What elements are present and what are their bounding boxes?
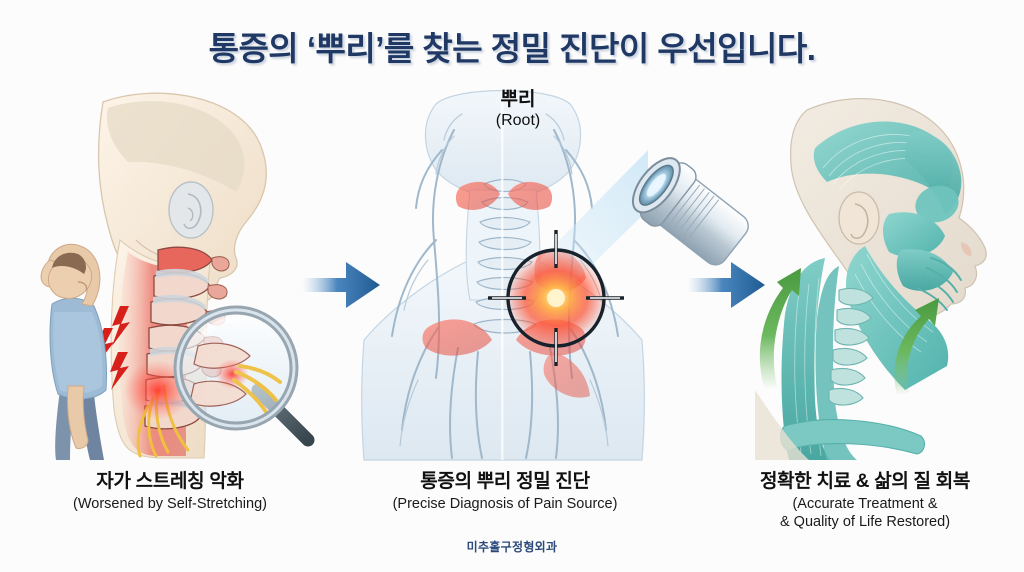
scanner-lens-icon <box>631 157 749 266</box>
ear <box>168 181 214 239</box>
caption-3-ko: 정확한 치료 & 삶의 질 회복 <box>759 471 971 492</box>
cervical-spine-healthy <box>828 287 874 406</box>
root-label: 뿌리 (Root) <box>448 89 588 131</box>
neck-muscles <box>781 246 949 460</box>
caption-2-en: (Precise Diagnosis of Pain Source) <box>392 496 618 512</box>
illustration-precise-diagnosis <box>361 89 648 461</box>
nerve-branches-fine <box>399 113 609 447</box>
flow-arrow-1 <box>302 256 380 314</box>
face-muscles <box>883 185 972 311</box>
curved-up-arrow-icon-2 <box>894 298 939 396</box>
panel-self-stretching <box>8 90 318 460</box>
root-label-en: (Root) <box>495 111 541 129</box>
pain-point-center <box>547 289 565 307</box>
magnifying-glass-icon <box>173 305 315 447</box>
caption-2-ko: 통증의 뿌리 정밀 진단 <box>420 471 590 492</box>
page-title: 통증의 ‘뿌리’를 찾는 정밀 진단이 우선입니다. <box>208 30 816 67</box>
curved-up-arrow-icon <box>759 268 801 390</box>
caption-recovery: 정확한 치료 & 삶의 질 회복 (Accurate Treatment & &… <box>715 466 1015 531</box>
shoulder-skin <box>755 390 809 460</box>
ear <box>838 191 880 245</box>
caption-self-stretching: 자가 스트레칭 악화 (Worsened by Self-Stretching) <box>20 466 320 514</box>
caption-1-en: (Worsened by Self-Stretching) <box>73 496 267 512</box>
crosshair-target-icon <box>488 230 624 366</box>
mirror-divider <box>501 90 504 460</box>
head-profile <box>97 92 267 304</box>
caption-3-en-line1: (Accurate Treatment & <box>792 496 938 512</box>
right-arrow-icon <box>302 262 380 308</box>
panel-precise-diagnosis <box>358 89 648 461</box>
root-label-ko: 뿌리 <box>500 89 536 110</box>
panel-recovery <box>755 90 1020 460</box>
flow-arrow-2 <box>687 256 765 314</box>
clinic-name-footer: 미추홀구정형외과 <box>466 540 558 554</box>
right-arrow-icon <box>687 262 765 308</box>
caption-3-en-line2: & Quality of Life Restored) <box>779 513 951 530</box>
caption-precise-diagnosis: 통증의 뿌리 정밀 진단 (Precise Diagnosis of Pain … <box>355 466 655 514</box>
illustration-self-stretching <box>40 92 315 460</box>
person-stretching <box>40 243 107 460</box>
illustration-recovery <box>755 98 987 460</box>
caption-1-ko: 자가 스트레칭 악화 <box>96 471 244 492</box>
